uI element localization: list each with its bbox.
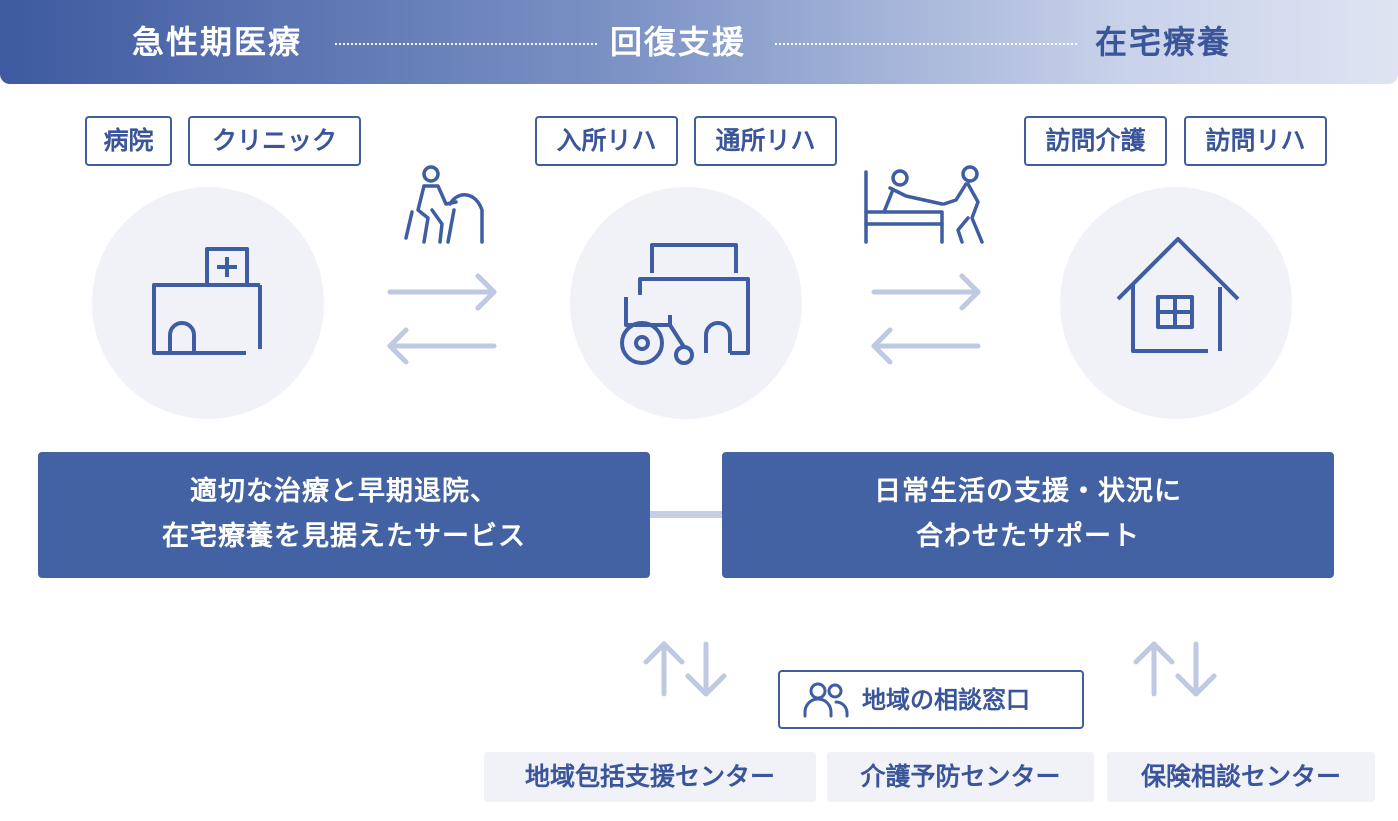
- up-down-arrows-right: [1133, 641, 1217, 697]
- rehab-facility-circle: [570, 187, 802, 419]
- tag-outpatient-rehab: 通所リハ: [694, 116, 837, 166]
- people-icon: [803, 682, 849, 718]
- acute-panel-line-2: 在宅療養を見据えたサービス: [162, 521, 526, 552]
- house-icon: [1116, 237, 1240, 353]
- home-panel-line-1: 日常生活の支援・状況に: [874, 476, 1182, 507]
- stage-acute-care: 急性期医療: [132, 23, 303, 61]
- stage-home-care: 在宅療養: [1095, 23, 1232, 61]
- hospital-icon: [152, 247, 262, 355]
- home-panel-line-2: 合わせたサポート: [916, 521, 1140, 552]
- tag-home-care-visit: 訪問介護: [1024, 116, 1167, 166]
- rehab-facility-wheelchair-icon: [620, 243, 750, 365]
- tag-hospital: 病院: [85, 116, 172, 166]
- stage-divider-1: [335, 43, 597, 45]
- home-care-description-panel: 日常生活の支援・状況に 合わせたサポート: [722, 452, 1334, 578]
- center-care-prevention: 介護予防センター: [827, 752, 1094, 802]
- tag-residential-rehab: 入所リハ: [535, 116, 678, 166]
- bidirectional-arrows-2: [871, 273, 981, 365]
- stage-banner: 急性期医療 回復支援 在宅療養: [0, 0, 1398, 84]
- community-consultation-box: 地域の相談窓口: [778, 670, 1084, 729]
- stage-recovery-support: 回復支援: [610, 23, 747, 61]
- up-down-arrows-left: [643, 641, 727, 697]
- home-circle: [1060, 187, 1292, 419]
- tag-home-rehab-visit: 訪問リハ: [1184, 116, 1327, 166]
- consultation-label: 地域の相談窓口: [862, 686, 1030, 714]
- acute-care-description-panel: 適切な治療と早期退院、 在宅療養を見据えたサービス: [38, 452, 650, 578]
- caregiver-bed-icon: [864, 165, 984, 244]
- tag-clinic: クリニック: [188, 116, 361, 166]
- center-insurance-consultation: 保険相談センター: [1107, 752, 1375, 802]
- hospital-circle: [92, 187, 324, 419]
- bidirectional-arrows-1: [387, 273, 497, 365]
- panel-connector: [650, 511, 722, 518]
- stage-divider-2: [775, 43, 1077, 45]
- acute-panel-line-1: 適切な治療と早期退院、: [190, 476, 498, 507]
- center-community-support: 地域包括支援センター: [484, 752, 816, 802]
- walker-person-icon: [404, 165, 484, 244]
